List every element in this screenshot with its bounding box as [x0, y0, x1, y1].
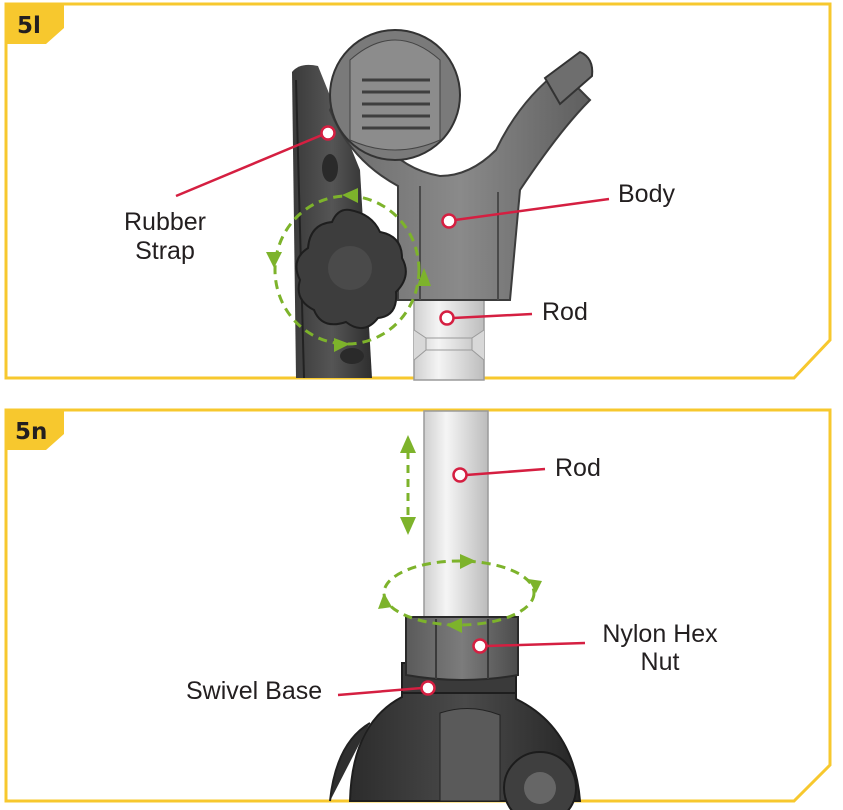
label-swivel-base: Swivel Base — [186, 677, 322, 705]
rotation-arrow — [378, 554, 542, 633]
rod-illustration — [423, 410, 489, 624]
callout-rod-5l: Rod — [439, 298, 588, 326]
label-rubber-strap-line1: Rubber — [124, 208, 206, 236]
step-badge-5l: 5l — [6, 4, 64, 44]
step-badge-5n: 5n — [6, 410, 64, 450]
label-rod: Rod — [542, 298, 588, 326]
star-knob-illustration — [295, 208, 407, 329]
step-number-5n: 5n — [15, 419, 47, 445]
rotation-arrow — [273, 194, 421, 346]
hex-nut-illustration — [405, 616, 519, 681]
step-number-5l: 5l — [17, 13, 41, 39]
label-rubber-strap-line2: Strap — [135, 237, 195, 265]
step-panel-5l: Rubber Strap Body Rod 5l — [0, 0, 843, 390]
label-rod: Rod — [555, 454, 601, 482]
label-nylon-hex-nut-line2: Nut — [641, 648, 680, 676]
callout-swivel-base: Swivel Base — [186, 677, 436, 705]
callout-rod-5n: Rod — [452, 454, 601, 483]
step-5l-illustration: Rubber Strap Body Rod 5l — [4, 2, 832, 381]
label-nylon-hex-nut-line1: Nylon Hex — [602, 620, 718, 648]
step-frame — [4, 408, 832, 803]
swivel-base-illustration — [329, 662, 582, 810]
label-body: Body — [618, 180, 675, 208]
callout-rubber-strap: Rubber Strap — [124, 125, 336, 265]
vertical-motion-arrow — [400, 435, 416, 535]
body-illustration — [328, 29, 594, 301]
step-5n-illustration: Rod Nylon Hex Nut Swivel Base 5n — [4, 408, 832, 810]
rotation-arrowheads — [266, 188, 431, 352]
callout-nylon-hex-nut: Nylon Hex Nut — [472, 620, 718, 676]
callout-body: Body — [441, 180, 675, 229]
step-panel-5n: Rod Nylon Hex Nut Swivel Base 5n — [0, 403, 843, 810]
